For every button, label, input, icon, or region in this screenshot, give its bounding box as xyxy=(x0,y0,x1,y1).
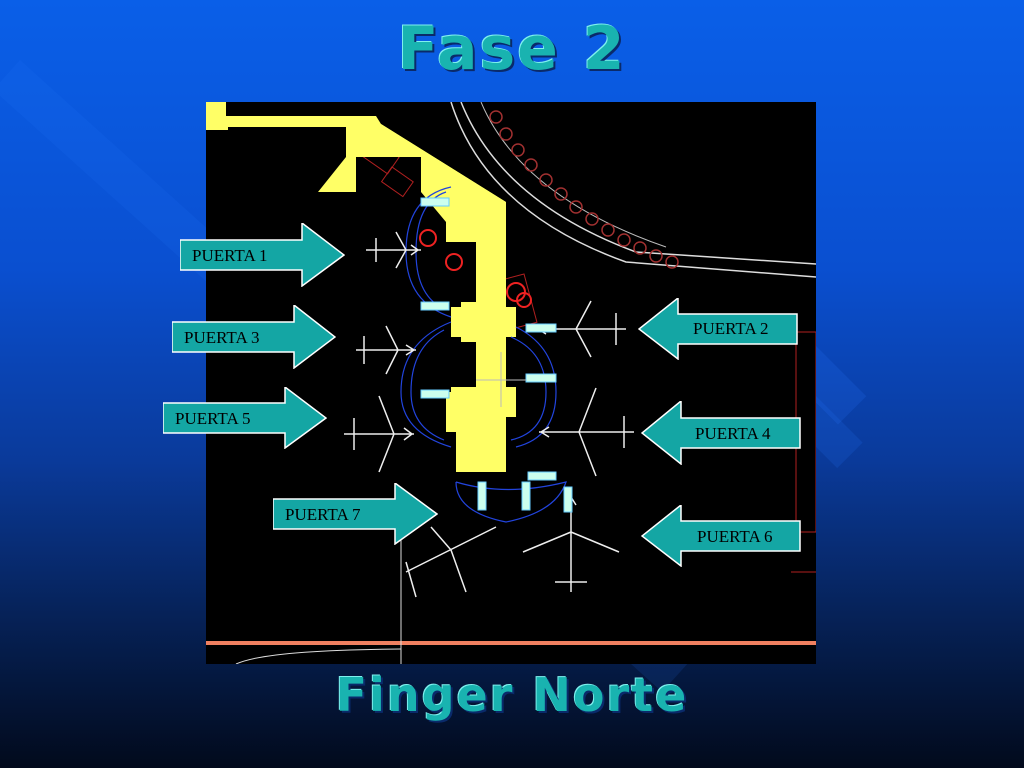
gate-label: PUERTA 6 xyxy=(697,527,773,546)
gate-arrow-puerta-3: PUERTA 3 xyxy=(171,303,337,370)
gate-arrow-puerta-2: PUERTA 2 xyxy=(637,296,798,361)
arrow-left-icon xyxy=(640,399,801,466)
gate-arrow-puerta-5: PUERTA 5 xyxy=(162,385,328,450)
arrow-left-icon xyxy=(637,296,798,361)
gate-label: PUERTA 4 xyxy=(695,424,771,443)
gate-arrow-puerta-1: PUERTA 1 xyxy=(179,221,346,288)
gate-label: PUERTA 3 xyxy=(184,328,260,347)
slide-subtitle: Finger Norte xyxy=(335,668,689,722)
gate-arrow-puerta-7: PUERTA 7 xyxy=(272,481,439,546)
airport-plan-diagram xyxy=(206,101,817,665)
gate-label: PUERTA 7 xyxy=(285,505,361,524)
slide-title: Fase 2 xyxy=(397,14,627,84)
arrow-right-icon xyxy=(272,481,439,546)
gate-arrow-puerta-4: PUERTA 4 xyxy=(640,399,801,466)
gate-label: PUERTA 5 xyxy=(175,409,251,428)
gate-label: PUERTA 1 xyxy=(192,246,268,265)
arrow-right-icon xyxy=(179,221,346,288)
gate-label: PUERTA 2 xyxy=(693,319,769,338)
plan-drawing xyxy=(206,101,817,665)
arrow-right-icon xyxy=(162,385,328,450)
arrow-right-icon xyxy=(171,303,337,370)
gate-arrow-puerta-6: PUERTA 6 xyxy=(640,503,801,568)
arrow-left-icon xyxy=(640,503,801,568)
